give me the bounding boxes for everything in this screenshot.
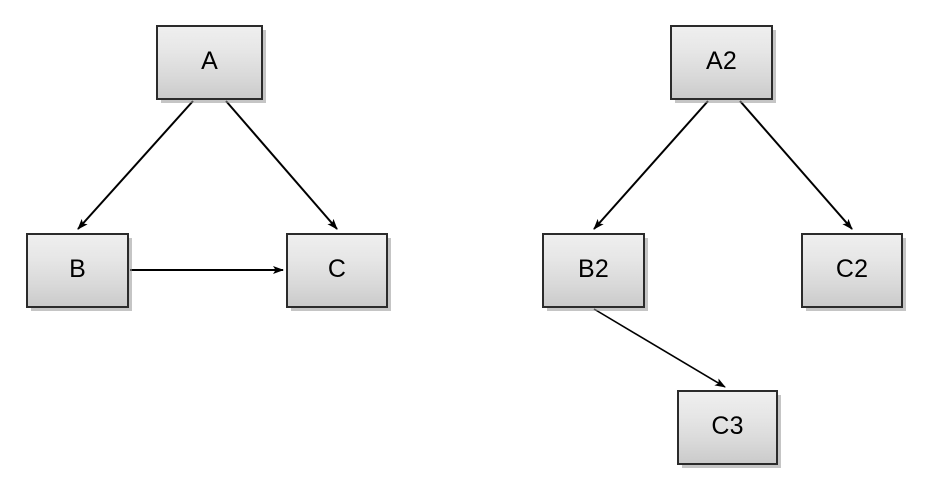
edge-a-to-b [77, 100, 194, 230]
edge-a2-to-b2 [593, 100, 709, 230]
node-b[interactable]: B [26, 233, 129, 308]
node-b-label: B [69, 255, 86, 283]
node-b2[interactable]: B2 [542, 233, 645, 308]
node-c3-label: C3 [711, 412, 744, 440]
node-c-label: C [327, 255, 347, 283]
node-c2-label: C2 [835, 255, 869, 283]
node-b2-label: B2 [578, 255, 609, 283]
node-c3[interactable]: C3 [677, 390, 778, 465]
node-a2[interactable]: A2 [670, 25, 773, 100]
node-a2-label: A2 [706, 47, 737, 75]
node-a[interactable]: A [156, 25, 263, 100]
edge-a2-to-c2 [739, 100, 853, 230]
edge-a-to-c [225, 100, 338, 230]
node-c2[interactable]: C2 [801, 233, 903, 308]
edge-b2-to-c3 [593, 308, 726, 388]
node-c[interactable]: C [286, 233, 388, 308]
node-a-label: A [201, 47, 218, 75]
